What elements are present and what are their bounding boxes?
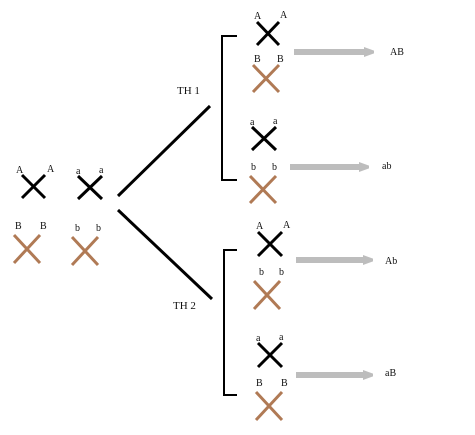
allele-label: A [280,10,288,21]
parent-allele-label: a [76,166,81,177]
allele-label: a [279,332,284,343]
parent-allele-label: B [40,221,47,232]
result-label: ab [382,161,391,172]
allele-label: A [283,220,291,231]
parent-chromosome-brown-2 [70,235,100,267]
allele-label: b [279,267,284,278]
gamete-th2-1: A A b b [252,220,291,311]
parent-allele-label: b [75,223,80,234]
gamete-th2-2: a a B B [254,332,288,422]
allele-label: b [272,162,277,173]
allele-label: a [273,116,278,127]
allele-label: b [259,267,264,278]
parent-allele-label: A [16,165,24,176]
result-label: aB [385,368,396,379]
bracket-th1 [221,35,237,181]
parent-cell: A A B B a a b b [12,164,104,267]
parent-allele-label: A [47,164,55,175]
allele-label: A [256,221,264,232]
allele-label: B [281,378,288,389]
gamete-th1-1: A A B B [251,10,288,94]
allele-label: A [254,11,262,22]
parent-allele-label: B [15,221,22,232]
parent-chromosome-dark-2 [76,174,104,201]
parent-allele-label: b [96,223,101,234]
branch-line-th2 [116,208,214,301]
case-label-th1: TH 1 [177,85,200,97]
allele-label: B [277,54,284,65]
parent-chromosome-brown-1 [12,233,42,265]
parent-allele-label: a [99,165,104,176]
bracket-th2 [223,249,237,396]
parent-chromosome-dark-1 [20,173,47,200]
allele-label: a [256,333,261,344]
branch-line-th1 [116,104,212,198]
allele-label: a [250,117,255,128]
gamete-th1-2: a a b b [248,116,278,205]
allele-label: B [256,378,263,389]
result-label: Ab [385,256,397,267]
allele-label: B [254,54,261,65]
allele-label: b [251,162,256,173]
result-label: AB [390,47,404,58]
case-label-th2: TH 2 [173,300,196,312]
